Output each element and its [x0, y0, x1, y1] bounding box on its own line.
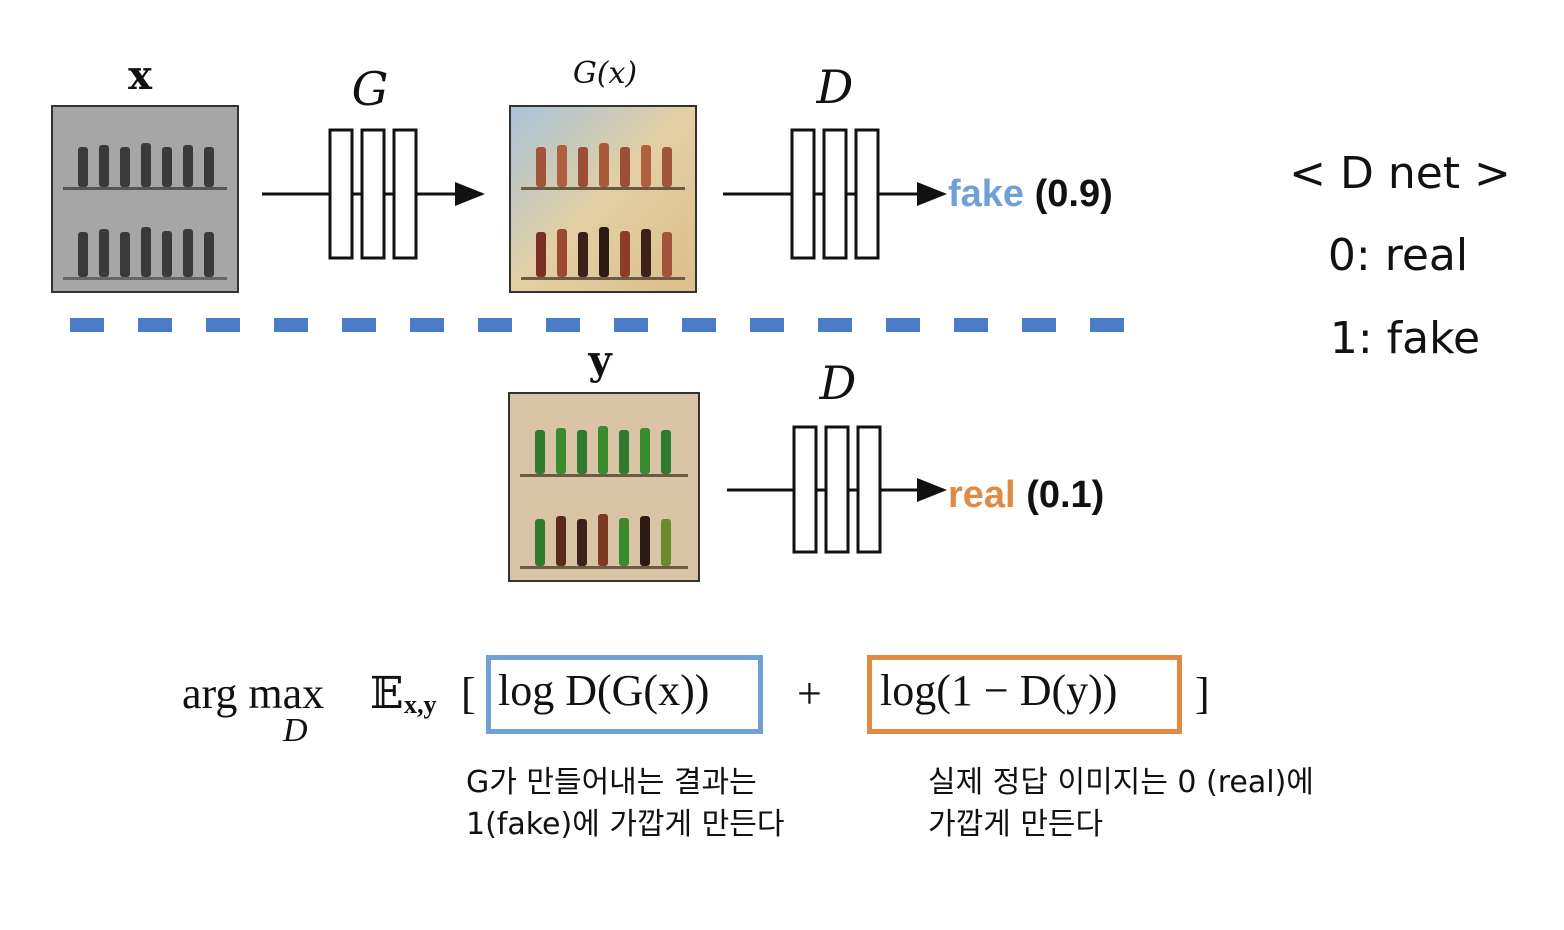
- bottom-output-score: (0.1): [1026, 474, 1105, 516]
- grayscale-bottles-image: [51, 105, 239, 293]
- generator-network: [328, 128, 418, 260]
- discriminator-bottom-network: [792, 425, 882, 554]
- top-output-score: (0.9): [1034, 173, 1113, 215]
- caption-left-line1: G가 만들어내는 결과는: [466, 765, 757, 800]
- legend-fake: 1: fake: [1329, 313, 1481, 364]
- caption-right-line2: 가깝게 만든다: [928, 807, 1104, 842]
- caption-left-line2: 1(fake)에 가깝게 만든다: [466, 807, 785, 842]
- caption-right-line1: 실제 정답 이미지는 0 (real)에: [928, 765, 1314, 800]
- formula-close-bracket: ]: [1195, 669, 1210, 718]
- formula-argmax: arg max: [182, 669, 325, 718]
- top-output: fake (0.9): [948, 173, 1113, 216]
- discriminator-top-network: [790, 128, 880, 260]
- formula-term2: log(1 − D(y)): [880, 666, 1118, 715]
- discriminator-bottom-label: D: [819, 356, 857, 410]
- caption-right: 실제 정답 이미지는 0 (real)에 가깝게 만든다: [928, 762, 1314, 846]
- generated-bottles-image: [509, 105, 697, 293]
- formula-expectation-subscript: x,y: [404, 690, 437, 719]
- formula-plus: +: [797, 669, 822, 718]
- term2-highlight-box: [867, 655, 1182, 734]
- term1-highlight-box: [486, 655, 763, 734]
- generated-label: G(x): [572, 56, 638, 91]
- input-x-label: x: [128, 52, 152, 99]
- caption-left: G가 만들어내는 결과는 1(fake)에 가깝게 만든다: [466, 762, 784, 846]
- legend-real: 0: real: [1327, 230, 1469, 281]
- formula-expectation: 𝔼: [370, 669, 404, 718]
- legend-title: < D net >: [1289, 148, 1511, 199]
- target-y-label: y: [588, 337, 612, 384]
- formula-argmax-subscript: D: [283, 712, 308, 749]
- top-output-word: fake: [948, 173, 1025, 215]
- discriminator-top-label: D: [816, 60, 854, 114]
- bottom-output: real (0.1): [948, 474, 1104, 517]
- bottom-output-word: real: [948, 474, 1016, 516]
- formula-term1: log D(G(x)): [498, 666, 710, 715]
- real-bottles-image: [508, 392, 700, 582]
- generator-label: G: [351, 62, 389, 116]
- formula-open-bracket: [: [461, 669, 476, 718]
